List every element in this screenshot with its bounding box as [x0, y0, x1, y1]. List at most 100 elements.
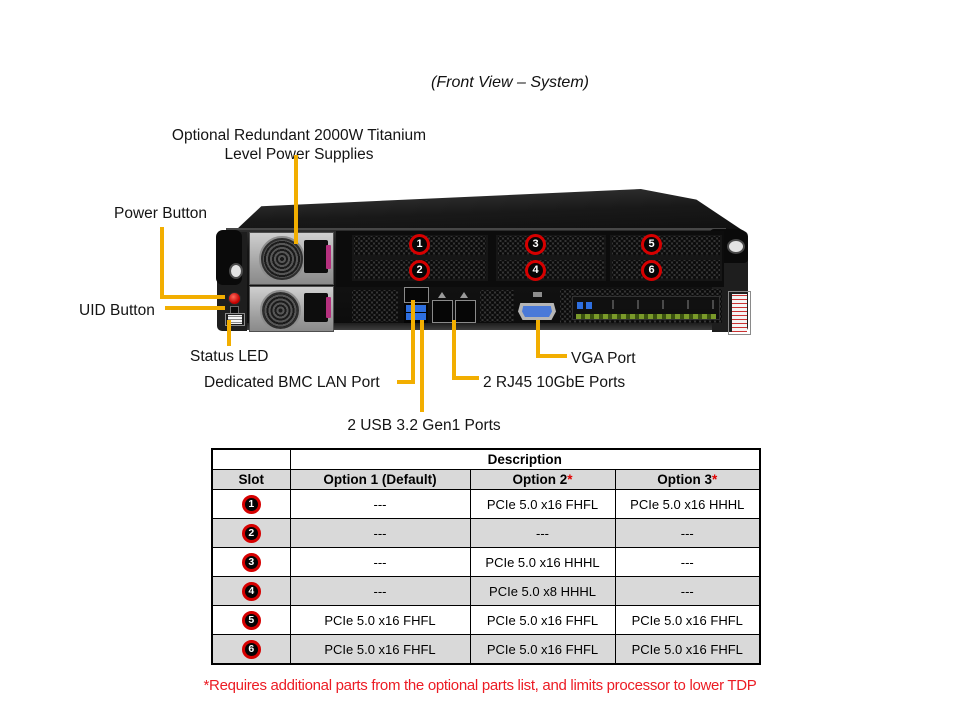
- psu-ac-inlet: [304, 293, 328, 322]
- power-leader-line-h: [160, 295, 225, 299]
- bmc-leader-line-h: [397, 380, 415, 384]
- vga-port-inner: [522, 306, 552, 317]
- callout-usb: 2 USB 3.2 Gen1 Ports: [347, 417, 501, 434]
- col-header-slot: Slot: [211, 469, 291, 490]
- slot-cell: 2: [211, 518, 291, 548]
- table-corner-cell: [211, 448, 291, 470]
- power-button: [228, 292, 241, 305]
- psu-retention-clip: [326, 245, 331, 269]
- rj45-orientation-mark: [460, 292, 468, 298]
- psu-fan-icon: [260, 290, 301, 331]
- option-cell: PCIe 5.0 x16 FHFL: [289, 605, 471, 635]
- col-header-option2: Option 2*: [469, 469, 616, 490]
- riser-connector: [577, 302, 583, 309]
- option-cell: PCIe 5.0 x16 FHFL: [469, 489, 616, 519]
- slot-marker-6: 6: [641, 260, 662, 281]
- option-cell: ---: [614, 576, 761, 606]
- table-row: 5 PCIe 5.0 x16 FHFL PCIe 5.0 x16 FHFL PC…: [211, 605, 761, 635]
- slot-badge-5: 5: [241, 610, 261, 630]
- footnote: *Requires additional parts from the opti…: [203, 677, 757, 694]
- slot-marker-2: 2: [409, 260, 430, 281]
- callout-rj45: 2 RJ45 10GbE Ports: [483, 374, 626, 391]
- callout-power-button: Power Button: [114, 205, 208, 222]
- description-header: Description: [289, 448, 761, 470]
- option-cell: ---: [289, 576, 471, 606]
- asterisk: *: [712, 472, 718, 487]
- slot-badge-4: 4: [241, 581, 261, 601]
- option-cell: PCIe 5.0 x16 FHFL: [614, 605, 761, 635]
- rj45-port-2: [455, 300, 476, 323]
- option-cell: PCIe 5.0 x8 HHHL: [469, 576, 616, 606]
- power-supply-top: [249, 232, 334, 285]
- table-row: 6 PCIe 5.0 x16 FHFL PCIe 5.0 x16 FHFL PC…: [211, 634, 761, 665]
- slot-cell: 4: [211, 576, 291, 606]
- riser-slot-covers: [612, 300, 716, 309]
- psu-fan-icon: [259, 236, 305, 282]
- rj45-orientation-mark: [438, 292, 446, 298]
- io-vent: [352, 290, 398, 322]
- col-header-option3: Option 3*: [614, 469, 761, 490]
- ear-hole-right: [727, 239, 745, 254]
- usb-port: [406, 304, 426, 312]
- col-header-option1: Option 1 (Default): [289, 469, 471, 490]
- vga-screw-mark: [533, 292, 542, 297]
- slot-cell: 1: [211, 489, 291, 519]
- chassis-base: [228, 323, 724, 330]
- slot-cell: 3: [211, 547, 291, 577]
- asterisk: *: [567, 472, 573, 487]
- table-row: 1 --- PCIe 5.0 x16 FHFL PCIe 5.0 x16 HHH…: [211, 489, 761, 519]
- slot-marker-3: 3: [525, 234, 546, 255]
- usb-leader-line: [420, 320, 424, 412]
- option-cell: ---: [614, 547, 761, 577]
- rj45-leader-line-h: [452, 376, 479, 380]
- rj45-port-1: [432, 300, 453, 323]
- callout-vga: VGA Port: [571, 350, 636, 367]
- status-led-panel: [225, 313, 245, 326]
- callout-uid-button: UID Button: [79, 302, 155, 319]
- slot-vent: [612, 236, 720, 255]
- pcie-bay-2: [496, 235, 606, 281]
- slot-marker-1: 1: [409, 234, 430, 255]
- psu-retention-clip: [326, 297, 331, 318]
- riser-pcb-edge: [576, 314, 716, 319]
- ear-hole-left: [229, 263, 243, 279]
- option-cell: ---: [289, 547, 471, 577]
- io-vent: [480, 290, 514, 322]
- riser-connector: [586, 302, 592, 309]
- slot-vent: [498, 236, 604, 255]
- option-cell: PCIe 5.0 x16 HHHL: [614, 489, 761, 519]
- slot-vent: [612, 260, 720, 279]
- slot-marker-4: 4: [525, 260, 546, 281]
- slot-badge-6: 6: [241, 639, 261, 659]
- slot-cell: 6: [211, 634, 291, 665]
- psu-leader-line: [294, 155, 298, 244]
- rj45-leader-line-v: [452, 320, 456, 380]
- option-cell: PCIe 5.0 x16 FHFL: [469, 634, 616, 665]
- callout-psu-line1: Optional Redundant 2000W Titanium: [171, 127, 427, 144]
- callout-status-led: Status LED: [190, 348, 269, 365]
- power-supply-bottom: [249, 286, 334, 332]
- table-row: 3 --- PCIe 5.0 x16 HHHL ---: [211, 547, 761, 577]
- vga-leader-line-v: [536, 320, 540, 358]
- vga-leader-line-h: [536, 354, 567, 358]
- callout-bmc-lan: Dedicated BMC LAN Port: [204, 374, 380, 391]
- slot-vent: [498, 260, 604, 279]
- table-row: 2 --- --- ---: [211, 518, 761, 548]
- callout-psu: Optional Redundant 2000W Titanium Level …: [149, 126, 449, 164]
- vga-port: [518, 303, 556, 320]
- option-cell: ---: [289, 489, 471, 519]
- power-leader-line-v: [160, 227, 164, 299]
- bmc-lan-port: [404, 287, 429, 303]
- figure-title: (Front View – System): [431, 74, 589, 91]
- slot-badge-2: 2: [241, 523, 261, 543]
- option-cell: PCIe 5.0 x16 FHFL: [614, 634, 761, 665]
- option-cell: ---: [289, 518, 471, 548]
- option-cell: PCIe 5.0 x16 HHHL: [469, 547, 616, 577]
- callout-psu-line2: Level Power Supplies: [224, 146, 374, 163]
- slot-options-table: Description Slot Option 1 (Default) Opti…: [211, 448, 762, 665]
- slot-badge-3: 3: [241, 552, 261, 572]
- supermicro-label: [728, 291, 751, 335]
- status-leader-line: [227, 320, 231, 346]
- table-row: 4 --- PCIe 5.0 x8 HHHL ---: [211, 576, 761, 606]
